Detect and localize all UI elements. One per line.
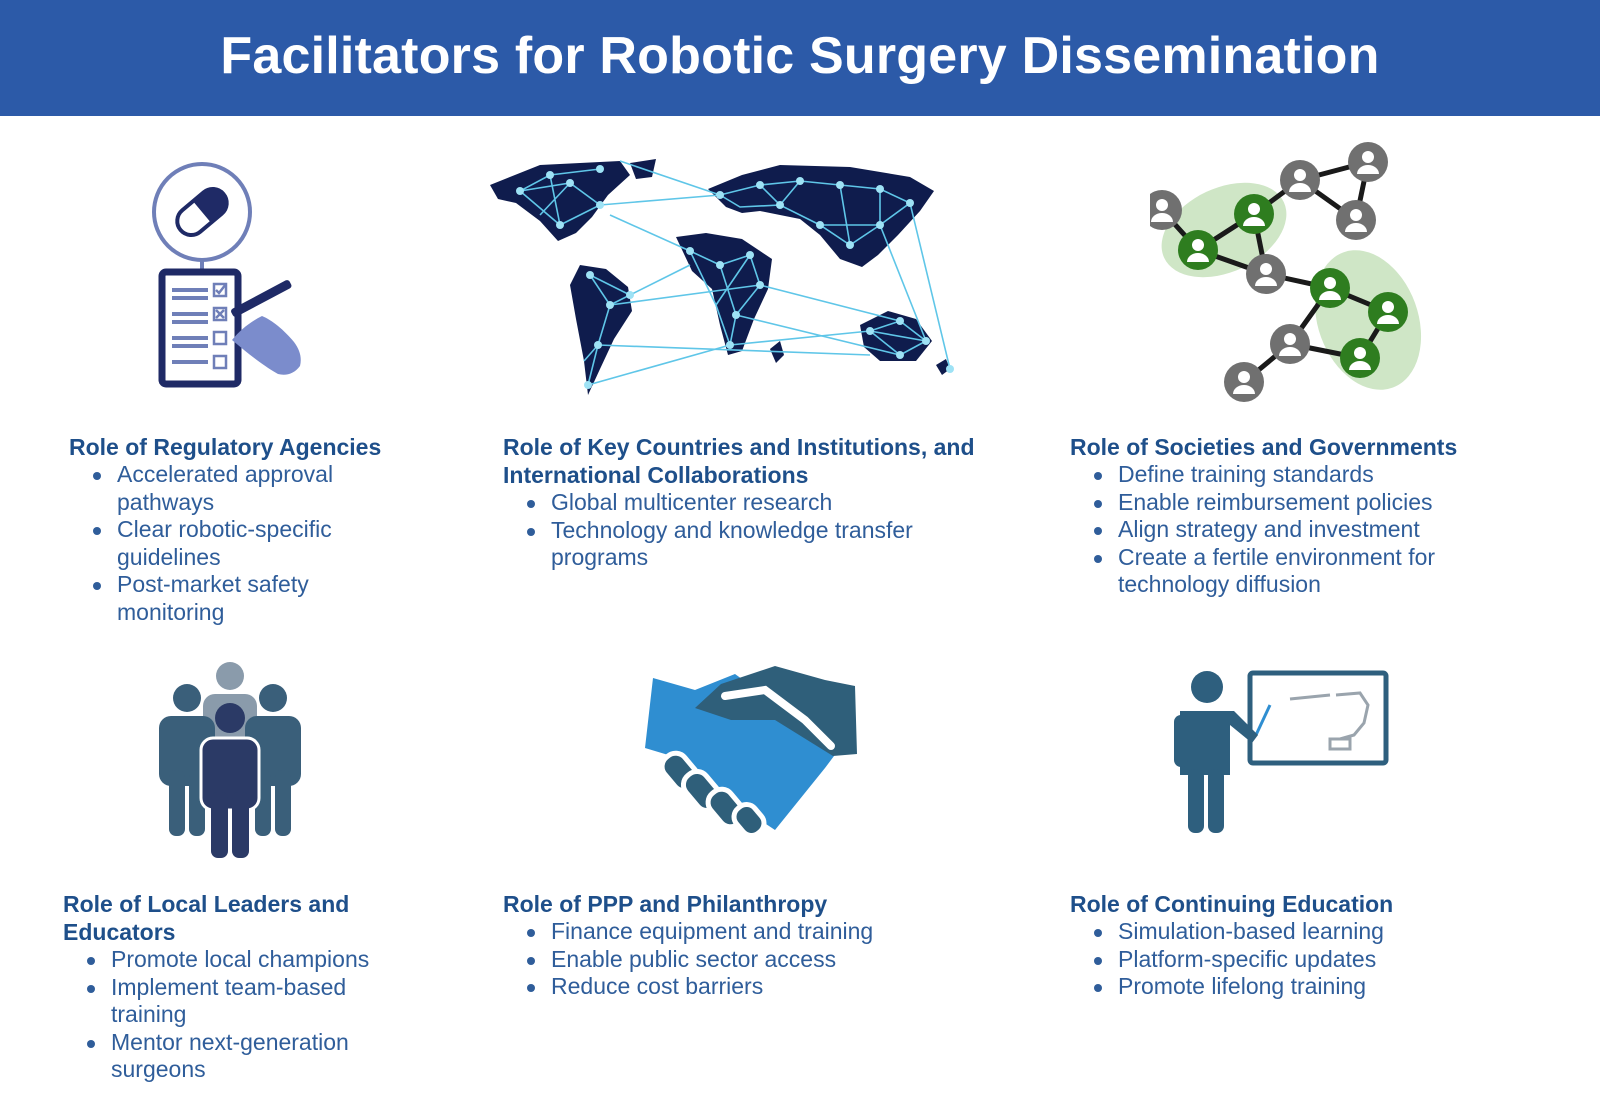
- list-item: Define training standards: [1094, 461, 1540, 489]
- list-item: Technology and knowledge transfer progra…: [527, 517, 951, 572]
- list-item: Promote lifelong training: [1094, 973, 1500, 1001]
- social-network-icon: [1150, 142, 1422, 402]
- bullet-list: Accelerated approval pathways Clear robo…: [69, 461, 439, 626]
- bullet-list: Define training standards Enable reimbur…: [1070, 461, 1540, 599]
- list-item: Align strategy and investment: [1094, 516, 1540, 544]
- section-heading: Role of PPP and Philanthropy: [503, 891, 828, 917]
- page-title: Facilitators for Robotic Surgery Dissemi…: [220, 27, 1380, 85]
- handshake-icon: [645, 666, 857, 838]
- bullet-list: Global multicenter research Technology a…: [503, 489, 983, 572]
- section-heading: Role of Societies and Governments: [1070, 434, 1458, 460]
- bullet-list: Simulation-based learning Platform-speci…: [1070, 918, 1500, 1001]
- list-item: Post-market safety monitoring: [93, 571, 367, 626]
- list-item: Global multicenter research: [527, 489, 983, 517]
- section-societies-governments: Role of Societies and Governments Define…: [1070, 433, 1540, 599]
- section-heading: Role of Key Countries and Institutions, …: [503, 434, 975, 488]
- section-local-leaders: Role of Local Leaders and Educators Prom…: [63, 890, 443, 1084]
- teacher-board-icon: [1174, 670, 1389, 833]
- section-regulatory-agencies: Role of Regulatory Agencies Accelerated …: [69, 433, 439, 626]
- section-continuing-education: Role of Continuing Education Simulation-…: [1070, 890, 1500, 1001]
- title-banner: Facilitators for Robotic Surgery Dissemi…: [0, 0, 1600, 116]
- bullet-list: Finance equipment and training Enable pu…: [503, 918, 933, 1001]
- checklist-clipboard-icon: [152, 162, 301, 388]
- list-item: Mentor next-generation surgeons: [87, 1029, 381, 1084]
- section-ppp-philanthropy: Role of PPP and Philanthropy Finance equ…: [503, 890, 933, 1001]
- section-heading: Role of Local Leaders and Educators: [63, 891, 350, 945]
- section-heading: Role of Continuing Education: [1070, 891, 1394, 917]
- list-item: Finance equipment and training: [527, 918, 933, 946]
- list-item: Create a fertile environment for technol…: [1094, 544, 1488, 599]
- section-key-countries: Role of Key Countries and Institutions, …: [503, 433, 983, 572]
- bullet-list: Promote local champions Implement team-b…: [63, 946, 443, 1084]
- list-item: Implement team-based training: [87, 974, 381, 1029]
- list-item: Reduce cost barriers: [527, 973, 933, 1001]
- list-item: Platform-specific updates: [1094, 946, 1500, 974]
- list-item: Accelerated approval pathways: [93, 461, 367, 516]
- world-network-map-icon: [490, 159, 954, 395]
- list-item: Enable public sector access: [527, 946, 933, 974]
- people-group-icon: [159, 662, 301, 858]
- list-item: Promote local champions: [87, 946, 443, 974]
- list-item: Enable reimbursement policies: [1094, 489, 1540, 517]
- list-item: Simulation-based learning: [1094, 918, 1500, 946]
- section-heading: Role of Regulatory Agencies: [69, 434, 382, 460]
- list-item: Clear robotic-specific guidelines: [93, 516, 367, 571]
